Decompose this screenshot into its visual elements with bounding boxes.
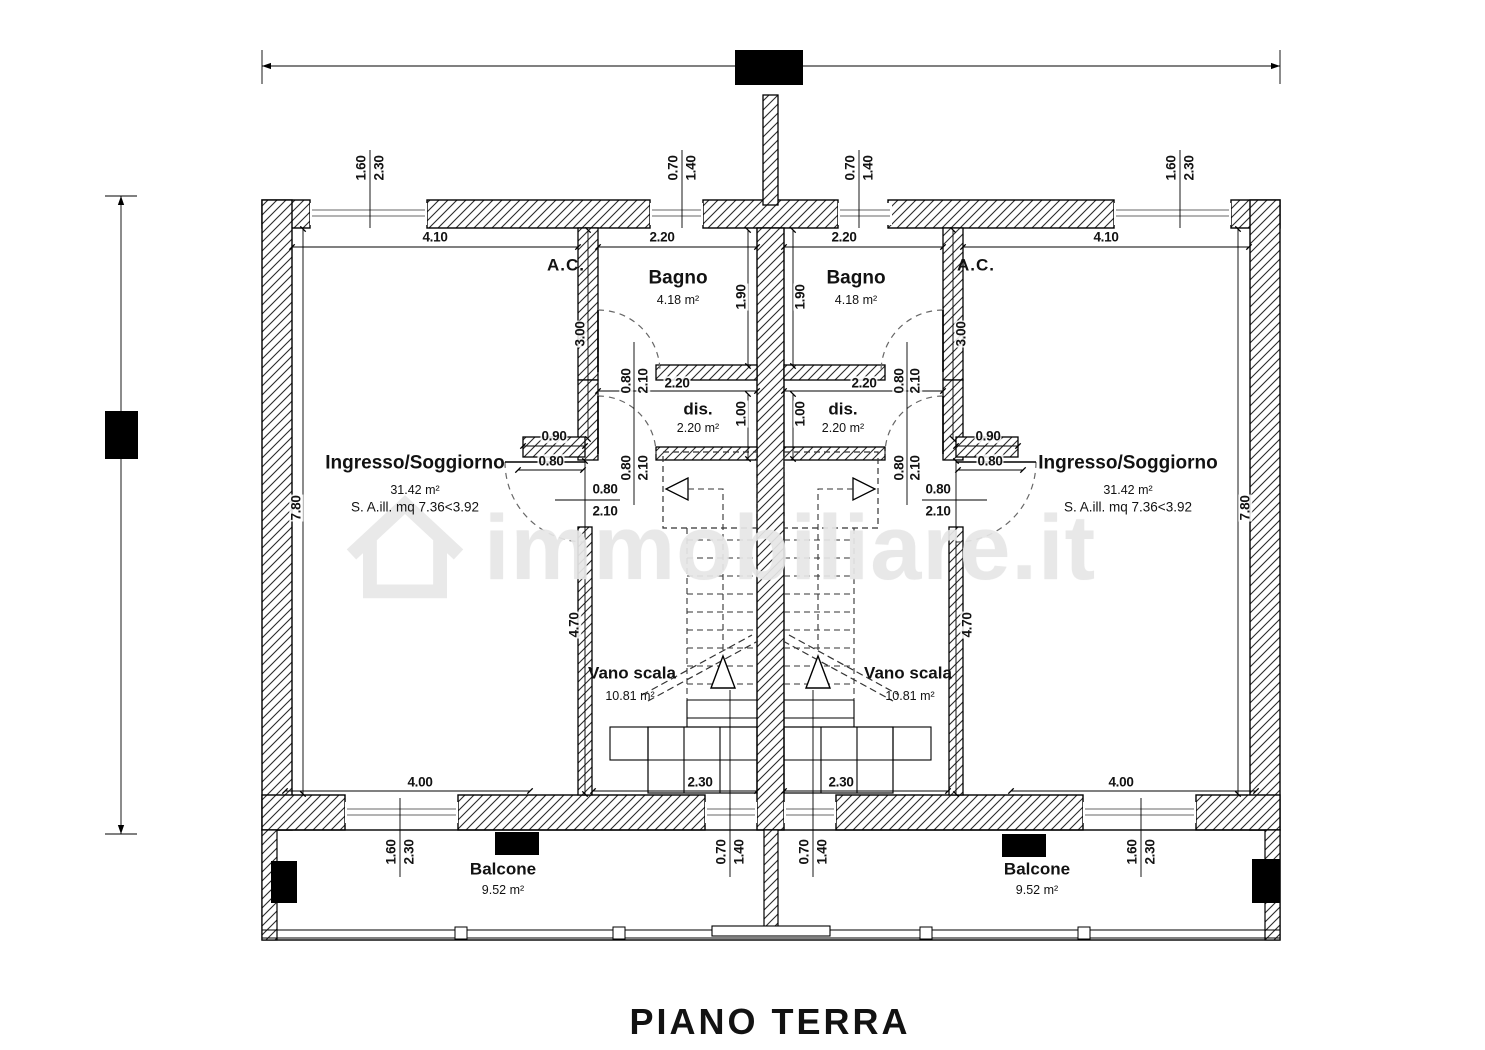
- room-area-dis-left: 2.20 m²: [676, 420, 720, 435]
- room-area-dis-right: 2.20 m²: [821, 420, 865, 435]
- doors: [504, 309, 1037, 543]
- redaction-box: [1002, 834, 1046, 857]
- dim-window-top-right-230: 2.30: [1181, 154, 1197, 182]
- dim-disdoor-left-210: 2.10: [635, 454, 651, 482]
- dim-window-bottom-right-230: 2.30: [1142, 838, 1158, 866]
- room-name-dis-left: dis.: [683, 399, 713, 419]
- dim-recess-right-300: 3.00: [953, 320, 969, 348]
- redaction-box: [1252, 859, 1280, 903]
- stairs-right-unit: [782, 451, 932, 794]
- room-name-soggiorno-left: Ingresso/Soggiorno: [325, 452, 505, 474]
- dim-window-bagno-left-140: 1.40: [683, 154, 699, 182]
- room-name-balcone-right: Balcone: [1003, 859, 1071, 879]
- room-name-vano-scala-left: Vano scala: [588, 663, 676, 683]
- room-name-vano-scala-right: Vano scala: [864, 663, 952, 683]
- room-area-vano-scala-right: 10.81 m²: [885, 688, 935, 703]
- exterior-walls: [261, 199, 1281, 831]
- dim-window-bottom-left-230: 2.30: [401, 838, 417, 866]
- dim-stub-right-090: 0.90: [974, 428, 1002, 444]
- dim-bagno-width-right: 2.20: [830, 229, 858, 245]
- dim-door-bottom-right-140: 1.40: [814, 838, 830, 866]
- room-area-balcone-right: 9.52 m²: [1015, 882, 1059, 897]
- windows: [310, 203, 1231, 823]
- floor-title: PIANO TERRA: [629, 1001, 911, 1042]
- room-area-vano-scala-left: 10.81 m²: [605, 688, 655, 703]
- room-name-dis-right: dis.: [828, 399, 858, 419]
- dim-door-bottom-left-070: 0.70: [713, 838, 729, 866]
- dim-dis-depth-right-100: 1.00: [792, 400, 808, 428]
- ac-label-left: A.C.: [547, 255, 585, 275]
- dim-bagnodoor-right-080: 0.80: [891, 367, 907, 395]
- redaction-box: [105, 411, 138, 459]
- door-arc: [504, 309, 1037, 543]
- dim-soggiorno-width-left: 4.10: [421, 229, 449, 245]
- dim-room-depth-right-780: 7.80: [1237, 494, 1253, 522]
- dim-window-top-left-230: 2.30: [371, 154, 387, 182]
- redaction-box: [271, 861, 297, 903]
- room-note-soggiorno-right: S. A.ill. mq 7.36<3.92: [1064, 499, 1192, 515]
- dim-entrydoor-left-210: 2.10: [591, 503, 619, 519]
- dim-entrydoor-left-080: 0.80: [591, 481, 619, 497]
- dim-soggiorno-width-right: 4.10: [1092, 229, 1120, 245]
- room-area-bagno-left: 4.18 m²: [656, 292, 700, 307]
- dim-entry-left-080: 0.80: [537, 453, 565, 469]
- chimney: [762, 94, 779, 206]
- dim-room-depth-left-780: 7.80: [288, 494, 304, 522]
- room-area-soggiorno-left: 31.42 m²: [390, 482, 440, 497]
- dim-bottom-400-left: 4.00: [406, 774, 434, 790]
- dim-disdoor-left-080: 0.80: [618, 454, 634, 482]
- dim-window-top-right-160: 1.60: [1163, 154, 1179, 182]
- dim-bagno-width-left: 2.20: [648, 229, 676, 245]
- room-area-balcone-left: 9.52 m²: [481, 882, 525, 897]
- dim-window-bottom-left-160: 1.60: [383, 838, 399, 866]
- dim-window-bagno-right-070: 0.70: [842, 154, 858, 182]
- dim-entry-right-080: 0.80: [976, 453, 1004, 469]
- dim-bagno-depth-left-190: 1.90: [733, 283, 749, 311]
- room-note-soggiorno-left: S. A.ill. mq 7.36<3.92: [351, 499, 479, 515]
- dim-bottom-230-left: 2.30: [686, 774, 714, 790]
- redaction-box: [735, 50, 803, 85]
- dim-window-bagno-right-140: 1.40: [860, 154, 876, 182]
- room-name-balcone-left: Balcone: [469, 859, 537, 879]
- dim-dis-width-left: 2.20: [663, 375, 691, 391]
- dim-bagnodoor-left-080: 0.80: [618, 367, 634, 395]
- ac-label-right: A.C.: [957, 255, 995, 275]
- dimension-lines: [105, 50, 1281, 877]
- dim-disdoor-right-210: 2.10: [907, 454, 923, 482]
- dim-entrydoor-right-080: 0.80: [924, 481, 952, 497]
- dim-bottom-230-right: 2.30: [827, 774, 855, 790]
- room-area-soggiorno-right: 31.42 m²: [1103, 482, 1153, 497]
- redaction-box: [495, 832, 539, 855]
- dim-vano-depth-left-470: 4.70: [566, 611, 582, 639]
- dim-dis-depth-left-100: 1.00: [733, 400, 749, 428]
- stairs-left-unit: [609, 451, 759, 794]
- dim-disdoor-right-080: 0.80: [891, 454, 907, 482]
- dim-entrydoor-right-210: 2.10: [924, 503, 952, 519]
- balcony: [261, 829, 1281, 941]
- dim-bagnodoor-left-210: 2.10: [635, 367, 651, 395]
- dim-bagno-depth-right-190: 1.90: [792, 283, 808, 311]
- room-area-bagno-right: 4.18 m²: [834, 292, 878, 307]
- dim-stub-left-090: 0.90: [540, 428, 568, 444]
- dim-bottom-400-right: 4.00: [1107, 774, 1135, 790]
- room-name-bagno-left: Bagno: [648, 267, 708, 289]
- dim-window-top-left-160: 1.60: [353, 154, 369, 182]
- dim-recess-left-300: 3.00: [572, 320, 588, 348]
- dim-window-bagno-left-070: 0.70: [665, 154, 681, 182]
- dim-window-bottom-right-160: 1.60: [1124, 838, 1140, 866]
- dim-door-bottom-right-070: 0.70: [796, 838, 812, 866]
- dim-bagnodoor-right-210: 2.10: [907, 367, 923, 395]
- room-name-bagno-right: Bagno: [826, 267, 886, 289]
- dim-vano-depth-right-470: 4.70: [959, 611, 975, 639]
- room-name-soggiorno-right: Ingresso/Soggiorno: [1038, 452, 1218, 474]
- dim-door-bottom-left-140: 1.40: [731, 838, 747, 866]
- dim-dis-width-right: 2.20: [850, 375, 878, 391]
